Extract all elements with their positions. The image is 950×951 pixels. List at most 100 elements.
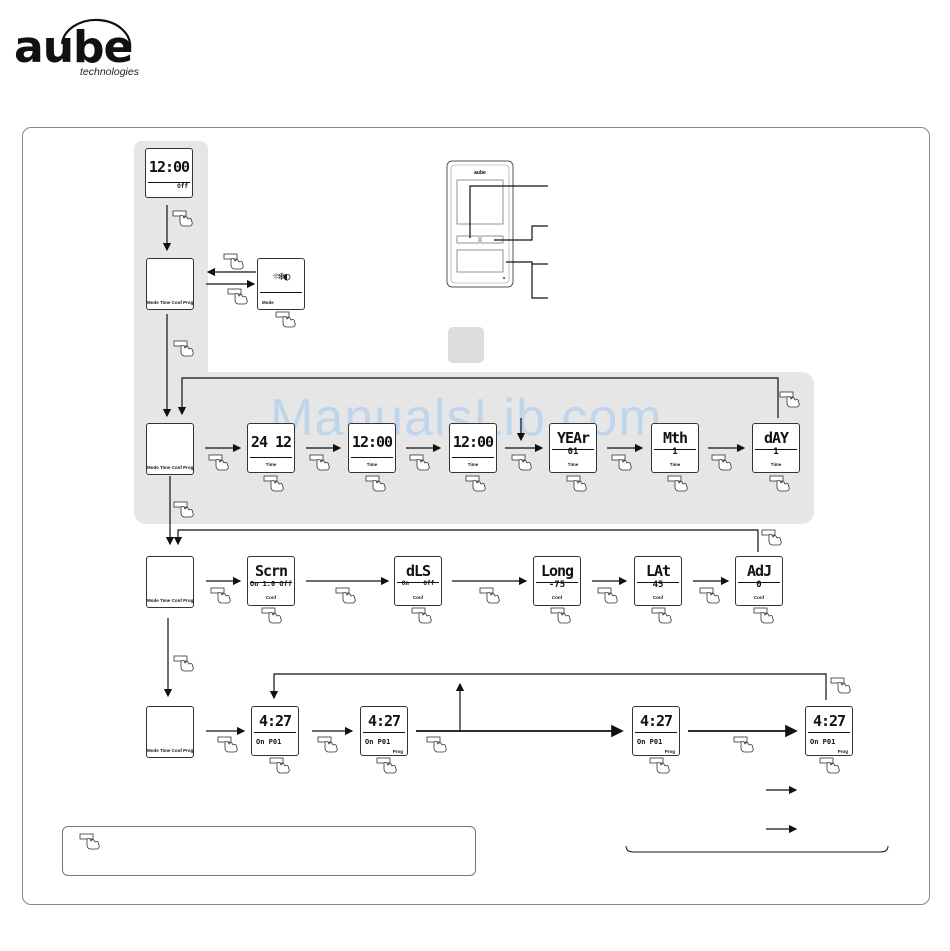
press-icon-37 [269, 757, 290, 774]
screen-time-format-label: Time [265, 462, 277, 467]
press-icon-27 [411, 607, 432, 624]
screen-time-month-sub: 1 [672, 447, 678, 457]
press-icon-4 [275, 311, 296, 328]
screen-conf-adj: AdJ 0 Conf [735, 556, 783, 606]
screen-time-day-label: Time [770, 462, 782, 467]
press-icon-12 [711, 454, 732, 471]
screen-prog-time-time: 4:27 [635, 710, 677, 733]
screen-conf-lat-sub: 45 [652, 580, 664, 590]
press-icon-2 [223, 253, 244, 270]
press-icon-8 [309, 454, 330, 471]
press-icon-14 [365, 475, 386, 492]
press-icon-23 [479, 587, 500, 604]
screen-conf-long-sub: -75 [548, 580, 566, 590]
screen-prog-event-label: Prog [392, 749, 403, 754]
screen-conf-dls-sub: On Off [401, 580, 435, 587]
press-icon-17 [667, 475, 688, 492]
screen-time-hour-label: Time [366, 462, 378, 467]
press-icon-19 [173, 501, 194, 518]
gray-key [448, 327, 484, 363]
press-icon-34 [317, 736, 338, 753]
screen-off: 12:00 Off [145, 148, 193, 198]
press-icon-20 [761, 529, 782, 546]
screen-mode: Mode Time Conf Prog [146, 258, 194, 310]
screen-mode-icons: ☼❄◐ [260, 262, 302, 293]
brand-tagline: technologies [80, 66, 139, 78]
screen-prog-day: 4:27 On P01 [251, 706, 299, 756]
screen-prog-final-sub: On P01 [810, 738, 836, 746]
press-icon-11 [611, 454, 632, 471]
press-icon-24 [597, 587, 618, 604]
press-icon-5 [173, 340, 194, 357]
screen-conf-scrn-label: Conf [265, 595, 277, 600]
screen-time-hour-value: 12:00 [351, 427, 393, 458]
press-icon-10 [511, 454, 532, 471]
screen-time-day-sub: 1 [773, 447, 779, 457]
screen-time-year: YEAr 01 Time [549, 423, 597, 473]
screen-conf-adj-label: Conf [753, 595, 765, 600]
press-icon-32 [830, 677, 851, 694]
screen-time-day: dAY 1 Time [752, 423, 800, 473]
thermostat-illustration: aube [446, 160, 514, 288]
screen-conf-scrn-sub: On 1.0 Off [249, 580, 293, 588]
brand-logo: aube [14, 22, 133, 73]
screen-time-minute-label: Time [467, 462, 479, 467]
press-icon-1 [172, 210, 193, 227]
screen-mode-labels: Mode Time Conf Prog [147, 300, 194, 305]
press-icon-31 [173, 655, 194, 672]
press-icon-6 [779, 391, 800, 408]
screen-time-month-value: Mth [654, 427, 696, 450]
screen-prog-day-sub: On P01 [256, 738, 282, 746]
logo-arc [60, 18, 132, 49]
press-icon-18 [769, 475, 790, 492]
screen-conf-lat-value: LAt [637, 560, 679, 583]
screen-conf-entry-labels: Mode Time Conf Prog [147, 598, 194, 603]
screen-prog-final: 4:27 On P01 Prog [805, 706, 853, 756]
screen-time-year-label: Time [567, 462, 579, 467]
screen-prog-time-label: Prog [664, 749, 675, 754]
press-icon-36 [733, 736, 754, 753]
screen-time-year-value: YEAr [552, 427, 594, 450]
press-icon-33 [217, 736, 238, 753]
note-box [62, 826, 476, 876]
press-icon-30 [753, 607, 774, 624]
press-icon-16 [566, 475, 587, 492]
press-icon-22 [335, 587, 356, 604]
screen-conf-dls-value: dLS [397, 560, 439, 583]
svg-text:aube: aube [474, 170, 486, 176]
press-icon-39 [649, 757, 670, 774]
screen-prog-day-time: 4:27 [254, 710, 296, 733]
screen-conf-dls-label: Conf [412, 595, 424, 600]
screen-time-hour: 12:00 Time [348, 423, 396, 473]
press-icon-26 [261, 607, 282, 624]
press-icon-40 [819, 757, 840, 774]
press-icon-7 [208, 454, 229, 471]
screen-prog-time-sub: On P01 [637, 738, 663, 746]
screen-mode-select-label: Mode [262, 300, 274, 305]
screen-prog-entry-labels: Mode Time Conf Prog [147, 748, 194, 753]
screen-prog-entry: Mode Time Conf Prog [146, 706, 194, 758]
press-icon-25 [699, 587, 720, 604]
screen-mode-select: ☼❄◐ Mode [257, 258, 305, 310]
screen-time-minute: 12:00 Time [449, 423, 497, 473]
screen-time-month: Mth 1 Time [651, 423, 699, 473]
screen-time-entry-labels: Mode Time Conf Prog [147, 465, 194, 470]
press-icon-21 [210, 587, 231, 604]
screen-conf-long: Long -75 Conf [533, 556, 581, 606]
press-icon-29 [651, 607, 672, 624]
screen-conf-scrn-value: Scrn [250, 560, 292, 583]
screen-time-format: 24 12 Time [247, 423, 295, 473]
screen-time-day-value: dAY [755, 427, 797, 450]
screen-conf-adj-sub: 0 [756, 580, 762, 590]
screen-prog-event-time: 4:27 [363, 710, 405, 733]
screen-prog-final-time: 4:27 [808, 710, 850, 733]
diagram-frame [22, 127, 930, 905]
screen-off-clock: 12:00 [148, 152, 190, 183]
screen-time-entry: Mode Time Conf Prog [146, 423, 194, 475]
press-icon-13 [263, 475, 284, 492]
screen-time-year-sub: 01 [567, 447, 579, 457]
press-icon-35 [426, 736, 447, 753]
screen-time-format-value: 24 12 [250, 427, 292, 458]
